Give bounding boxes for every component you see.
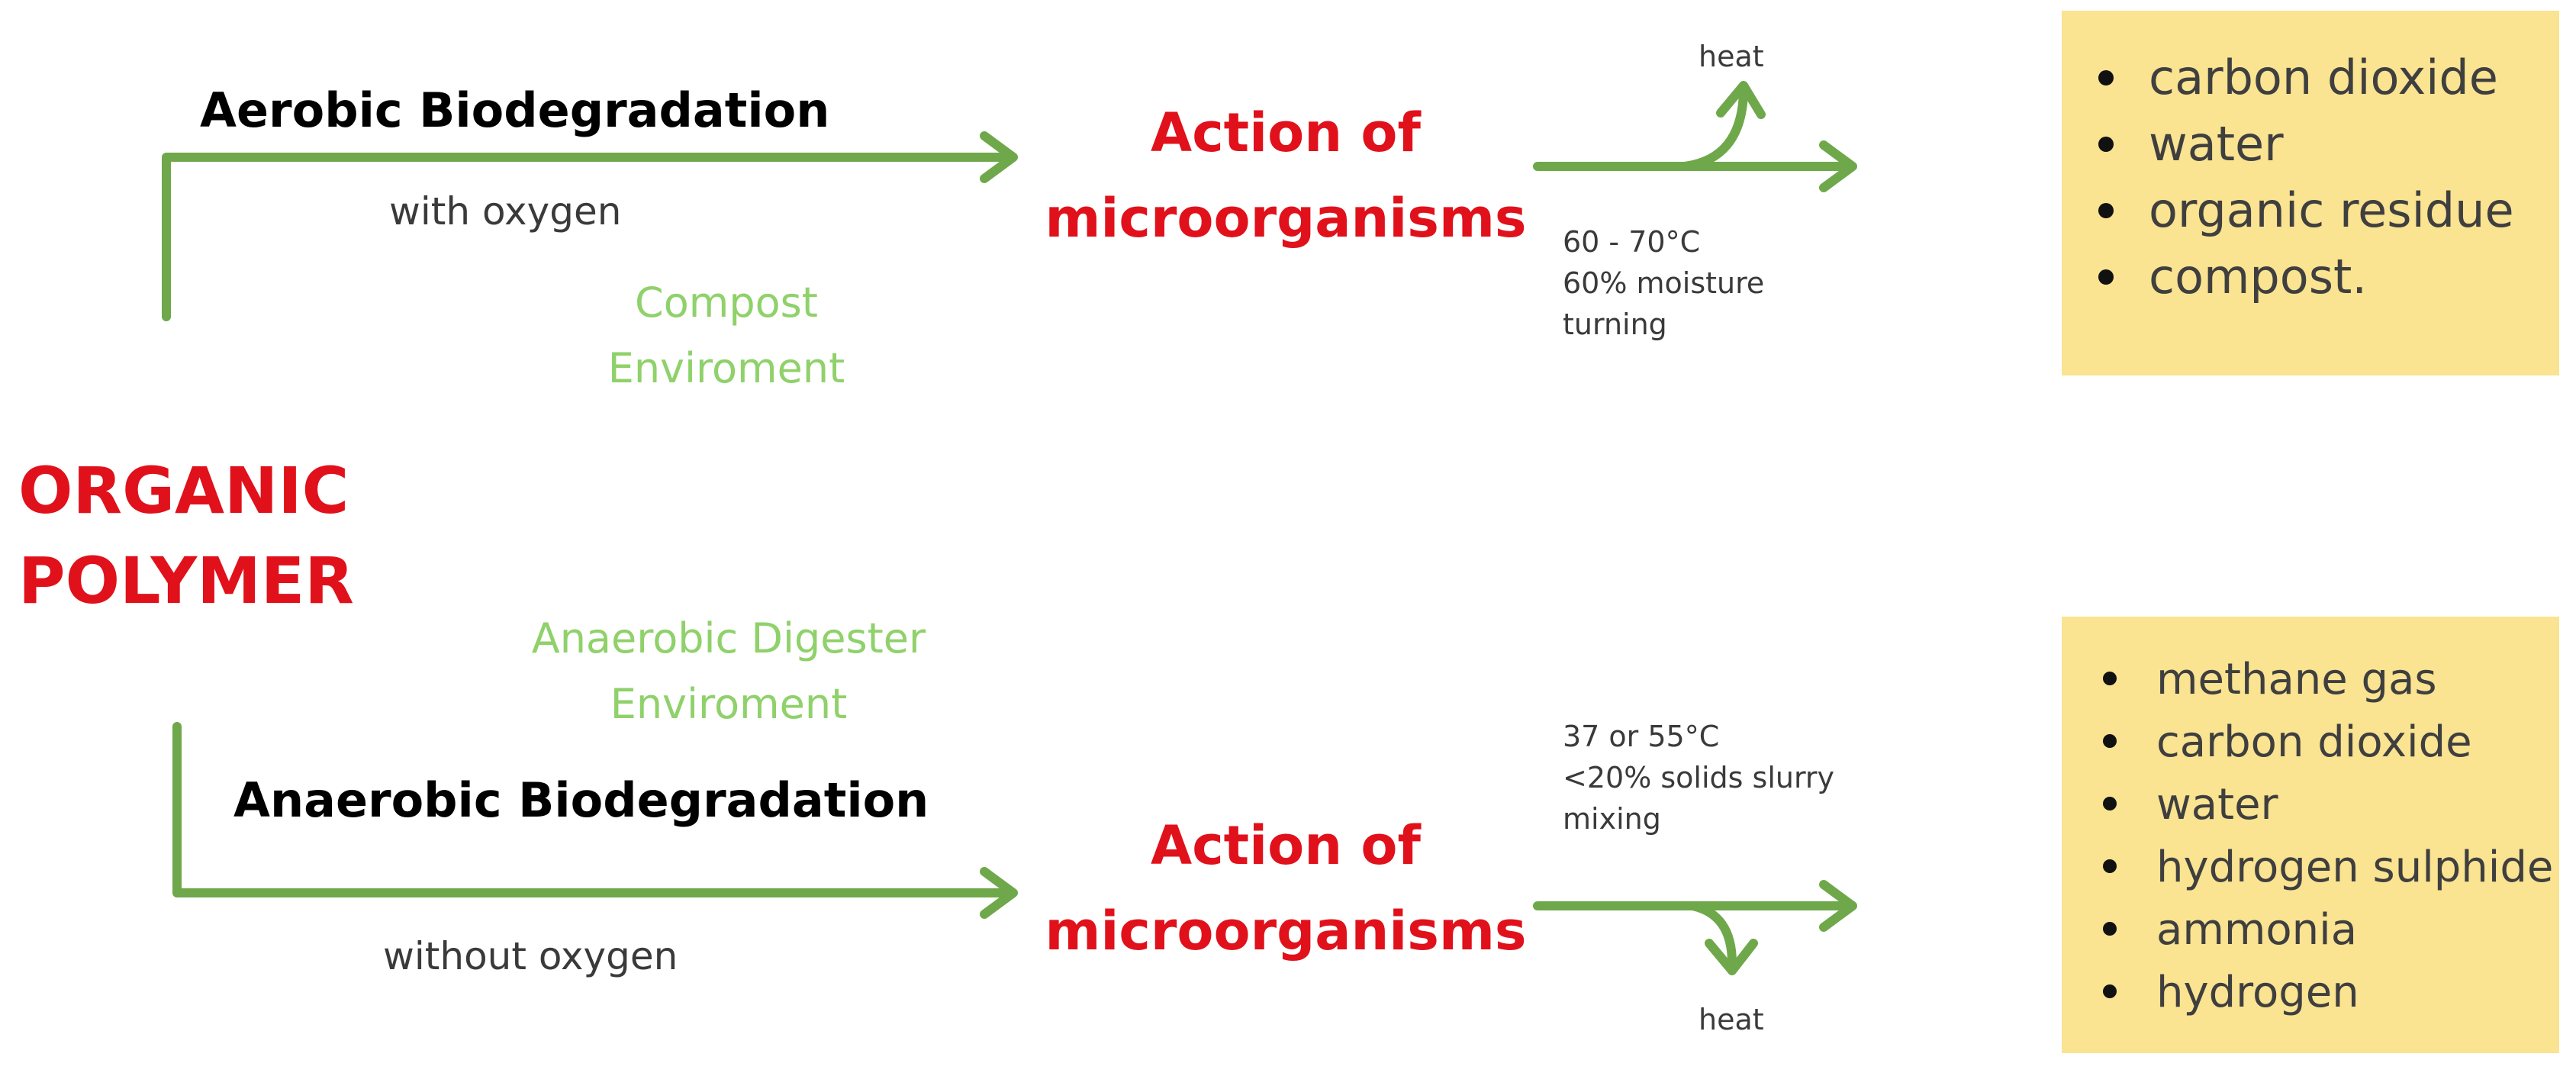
root-label-line1: ORGANIC [18, 453, 349, 528]
aerobic-heat-arrowhead [1716, 81, 1766, 119]
aerobic-products-box: carbon dioxide water organic residue com… [2062, 11, 2559, 375]
aerobic-branch-line [162, 153, 1016, 321]
anaerobic-products-list: methane gas carbon dioxide water hydroge… [2062, 617, 2559, 1024]
root-label: ORGANIC POLYMER [18, 446, 354, 626]
aerobic-heat-arrow [1680, 89, 1748, 171]
aerobic-condition-label: with oxygen [389, 189, 622, 234]
aerobic-param-handling: turning [1563, 308, 1667, 341]
anaerobic-product-item: hydrogen sulphide [2103, 836, 2559, 899]
anaerobic-process-label: Anaerobic Biodegradation [233, 772, 929, 828]
anaerobic-heat-label: heat [1699, 1003, 1764, 1036]
aerobic-product-item: water [2098, 111, 2559, 177]
aerobic-branch-arrowhead [980, 131, 1018, 183]
aerobic-environment-label: Compost Enviroment [566, 270, 887, 401]
aerobic-products-list: carbon dioxide water organic residue com… [2062, 11, 2559, 310]
aerobic-product-item: organic residue [2098, 177, 2559, 243]
anaerobic-product-item: water [2103, 774, 2559, 836]
aerobic-process-label: Aerobic Biodegradation [200, 82, 830, 138]
aerobic-product-item: compost. [2098, 243, 2559, 310]
aerobic-param-moisture: 60% moisture [1563, 266, 1765, 300]
anaerobic-branch-arrowhead [980, 867, 1018, 919]
aerobic-parameters: 60 - 70°C 60% moisture turning [1563, 221, 1764, 345]
aerobic-environment-line1: Compost [635, 279, 818, 327]
aerobic-environment-line2: Enviroment [607, 344, 845, 392]
aerobic-heat-label: heat [1699, 40, 1764, 73]
anaerobic-action-label: Action of microorganisms [1042, 803, 1530, 974]
anaerobic-product-item: carbon dioxide [2103, 711, 2559, 774]
anaerobic-branch-line [172, 722, 1016, 897]
anaerobic-heat-arrowhead [1705, 939, 1758, 975]
aerobic-action-line1: Action of [1151, 102, 1421, 164]
anaerobic-param-handling: mixing [1563, 802, 1661, 836]
anaerobic-parameters: 37 or 55°C <20% solids slurry mixing [1563, 716, 1834, 839]
anaerobic-environment-line2: Enviroment [610, 680, 848, 728]
anaerobic-product-item: hydrogen [2103, 962, 2559, 1024]
anaerobic-heat-arrow [1688, 901, 1737, 968]
aerobic-product-item: carbon dioxide [2098, 44, 2559, 111]
aerobic-output-arrowhead [1819, 140, 1857, 192]
aerobic-action-label: Action of microorganisms [1042, 90, 1530, 261]
anaerobic-environment-label: Anaerobic Digester Enviroment [504, 606, 954, 737]
anaerobic-product-item: methane gas [2103, 649, 2559, 711]
anaerobic-param-solids: <20% solids slurry [1563, 761, 1835, 794]
anaerobic-action-line2: microorganisms [1045, 900, 1527, 962]
anaerobic-action-line1: Action of [1151, 814, 1421, 877]
anaerobic-products-box: methane gas carbon dioxide water hydroge… [2062, 617, 2559, 1053]
anaerobic-product-item: ammonia [2103, 899, 2559, 962]
anaerobic-condition-label: without oxygen [383, 934, 678, 978]
anaerobic-environment-line1: Anaerobic Digester [531, 614, 926, 662]
anaerobic-param-temperature: 37 or 55°C [1563, 720, 1720, 753]
aerobic-param-temperature: 60 - 70°C [1563, 225, 1701, 259]
root-label-line2: POLYMER [18, 543, 354, 618]
anaerobic-output-arrowhead [1819, 880, 1857, 932]
aerobic-action-line2: microorganisms [1045, 187, 1527, 250]
